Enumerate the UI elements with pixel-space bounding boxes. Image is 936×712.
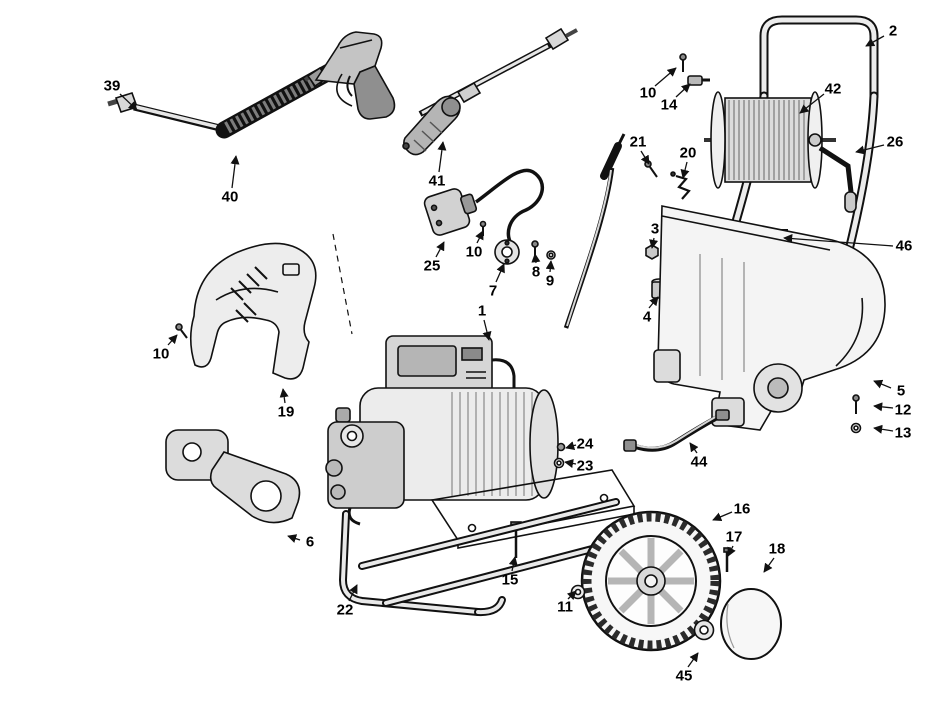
callout-16: 16 (733, 500, 751, 518)
callout-40: 40 (221, 188, 239, 206)
callout-24: 24 (576, 435, 594, 453)
callout-18: 18 (768, 540, 786, 558)
pressure-hose (563, 133, 626, 329)
callout-17: 17 (725, 528, 743, 546)
callout-10-c: 10 (152, 345, 170, 363)
motor-pump-unit (325, 335, 636, 558)
callout-44: 44 (690, 453, 708, 471)
callout-20: 20 (679, 144, 697, 162)
callout-9: 9 (545, 272, 555, 290)
callout-22: 22 (336, 601, 354, 619)
callout-25: 25 (423, 257, 441, 275)
cart-body (623, 205, 886, 452)
callout-14: 14 (660, 96, 678, 114)
callout-39: 39 (103, 77, 121, 95)
spray-gun (303, 31, 396, 120)
callout-26: 26 (886, 133, 904, 151)
gun-holder (165, 429, 301, 524)
turbo-nozzle (402, 95, 461, 156)
callout-12: 12 (894, 401, 912, 419)
callout-21: 21 (629, 133, 647, 151)
hose-reel (704, 91, 857, 213)
leader-lines (119, 35, 894, 668)
callout-19: 19 (277, 403, 295, 421)
hood-cover (175, 233, 353, 380)
callout-8: 8 (531, 263, 541, 281)
callout-6: 6 (305, 533, 315, 551)
wheel-assembly (570, 510, 782, 660)
callout-4: 4 (642, 308, 652, 326)
callout-11: 11 (557, 598, 573, 616)
callout-41: 41 (428, 172, 446, 190)
callout-45: 45 (675, 667, 693, 685)
power-plug-cord (423, 168, 556, 265)
callout-2: 2 (888, 22, 898, 40)
callout-3: 3 (650, 220, 660, 238)
callout-42: 42 (824, 80, 842, 98)
callout-23: 23 (576, 457, 594, 475)
callout-1: 1 (477, 302, 487, 320)
callout-10-b: 10 (465, 243, 483, 261)
lance-assembly (107, 53, 352, 139)
callout-46: 46 (895, 237, 913, 255)
callout-10-a: 10 (639, 84, 657, 102)
callout-7: 7 (488, 282, 498, 300)
callout-13: 13 (894, 424, 912, 442)
callout-5: 5 (896, 382, 906, 400)
callout-15: 15 (501, 571, 519, 589)
